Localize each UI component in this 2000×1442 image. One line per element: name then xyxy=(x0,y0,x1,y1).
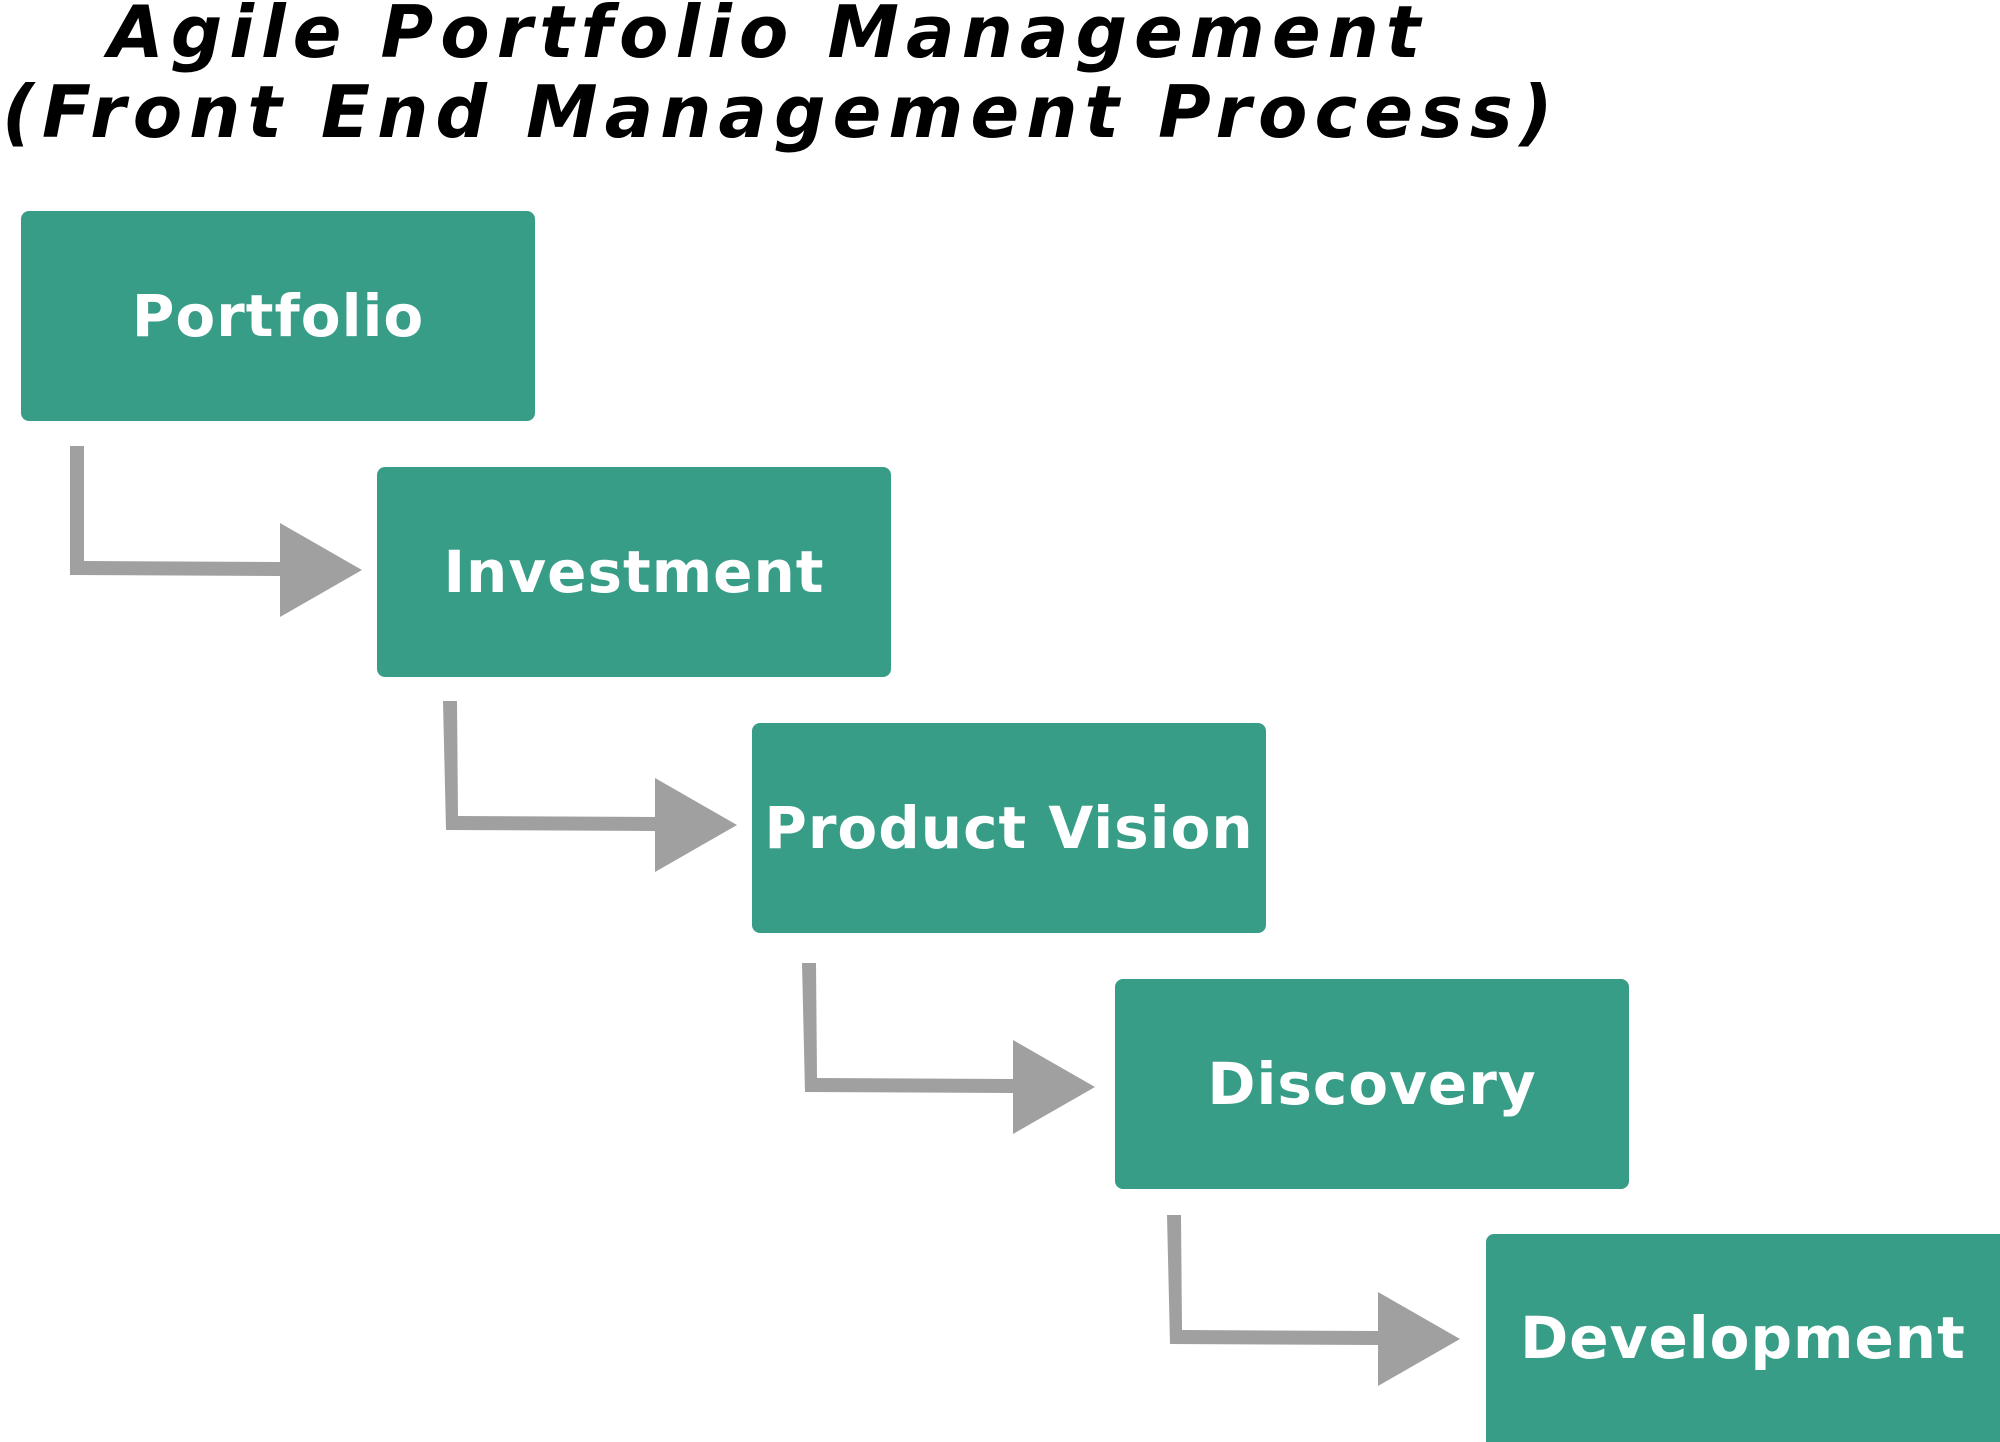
step-box-portfolio: Portfolio xyxy=(21,211,535,421)
step-label-product-vision: Product Vision xyxy=(764,794,1254,862)
diagram-title-line-2: (Front End Management Process) xyxy=(2,70,1560,154)
arrow-product-vision-to-discovery xyxy=(802,963,1095,1134)
diagram-title-line-1: Agile Portfolio Management xyxy=(108,0,1428,74)
arrow-investment-to-product-vision xyxy=(443,701,737,872)
step-box-development: Development xyxy=(1486,1234,2000,1442)
step-label-portfolio: Portfolio xyxy=(131,282,425,350)
step-label-investment: Investment xyxy=(443,538,825,606)
step-box-discovery: Discovery xyxy=(1115,979,1629,1189)
step-label-discovery: Discovery xyxy=(1207,1050,1537,1118)
step-box-investment: Investment xyxy=(377,467,891,677)
arrow-discovery-to-development xyxy=(1167,1215,1460,1386)
step-box-product-vision: Product Vision xyxy=(752,723,1266,933)
arrow-portfolio-to-investment xyxy=(70,446,362,617)
step-label-development: Development xyxy=(1520,1304,1966,1372)
